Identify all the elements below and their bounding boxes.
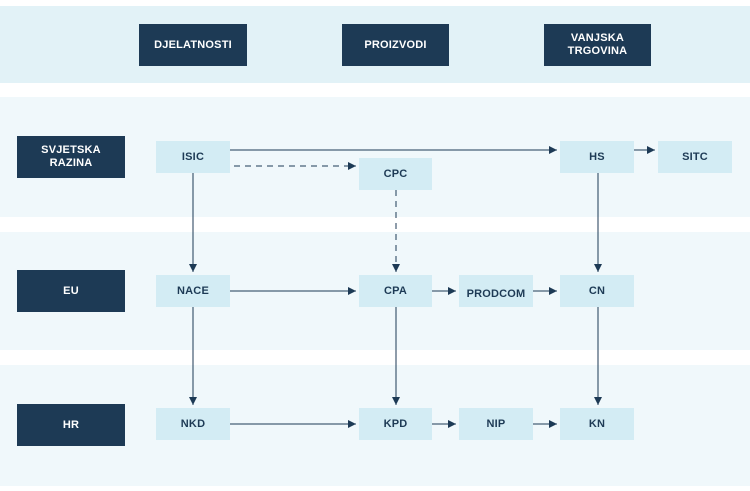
node-nace: NACE xyxy=(156,275,230,307)
node-sitc: SITC xyxy=(658,141,732,173)
node-kpd: KPD xyxy=(359,408,432,440)
node-nip: NIP xyxy=(459,408,533,440)
row-header-eu: EU xyxy=(17,270,125,312)
node-prodcom: PRODCOM xyxy=(459,275,533,307)
column-header-activities: DJELATNOSTI xyxy=(139,24,247,66)
node-cpa: CPA xyxy=(359,275,432,307)
node-hs: HS xyxy=(560,141,634,173)
column-header-products: PROIZVODI xyxy=(342,24,449,66)
node-isic: ISIC xyxy=(156,141,230,173)
row-header-world: SVJETSKA RAZINA xyxy=(17,136,125,178)
node-kn: KN xyxy=(560,408,634,440)
column-header-foreign-trade: VANJSKA TRGOVINA xyxy=(544,24,651,66)
node-nkd: NKD xyxy=(156,408,230,440)
row-header-hr: HR xyxy=(17,404,125,446)
node-cpc: CPC xyxy=(359,158,432,190)
node-cn: CN xyxy=(560,275,634,307)
